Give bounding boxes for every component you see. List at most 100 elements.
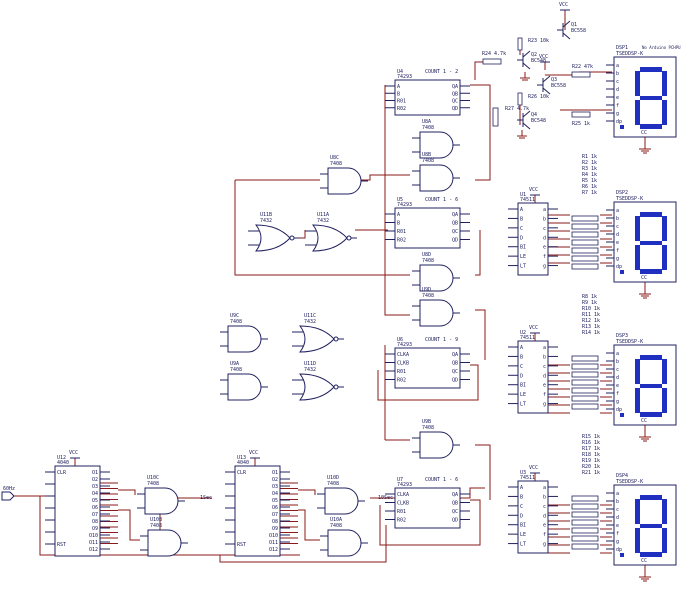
and-gate-body — [419, 264, 454, 292]
inverter-bubble — [346, 235, 352, 241]
ic-pin-label: QB — [452, 221, 458, 227]
ic-pin-label: O9 — [272, 526, 278, 532]
display-segment — [662, 245, 667, 270]
resistor-label: R19 1k — [582, 458, 600, 464]
ic-pin-label: LE — [520, 254, 526, 260]
ic-pin-label: O2 — [272, 477, 278, 483]
vcc-label: VCC — [69, 450, 78, 456]
transistor-q2 — [517, 50, 531, 70]
ic-mode: COUNT 1 - 6 — [425, 197, 458, 203]
ic-pin-label: CLKB — [397, 501, 409, 507]
resistor — [571, 511, 599, 518]
ic-pin-label: D — [520, 373, 523, 379]
ic-part: 74293 — [397, 202, 412, 208]
resistor — [571, 535, 599, 542]
ic-pin-label: C — [520, 226, 523, 232]
gate-ref: U8A — [422, 119, 431, 125]
ic-body — [394, 79, 461, 116]
transistor-collector — [542, 75, 551, 83]
gate-part: 7432 — [304, 319, 316, 325]
ic-pin-label: e — [543, 245, 546, 251]
resistor-label: R24 4.7k — [482, 51, 506, 57]
gate-ref: U10A — [330, 517, 342, 523]
or-gate-body — [298, 325, 335, 353]
ic-pin-label: B — [397, 91, 400, 97]
display-pin-label: f — [616, 531, 619, 537]
display-pin-label: d — [616, 87, 619, 93]
and-gate-u8c — [320, 167, 368, 195]
resistor-label: R10 1k — [582, 306, 600, 312]
display-pin-label: dp — [616, 547, 622, 553]
ic-mode: COUNT 1 - 6 — [425, 477, 458, 483]
display-segment — [635, 216, 640, 241]
gate-ref: U8D — [422, 252, 431, 258]
decoder-u2 — [508, 340, 558, 414]
display-pin-label: e — [616, 95, 619, 101]
display-pin-label: b — [616, 71, 619, 77]
resistor — [571, 223, 599, 230]
resistor — [571, 495, 599, 502]
wire-u8c-out — [360, 174, 410, 181]
transistor-q4 — [517, 110, 531, 130]
seven-seg-display-1 — [606, 56, 677, 138]
display-cc: CC — [641, 558, 647, 564]
ic-pin-label: R01 — [397, 509, 406, 515]
wire-u6-fb — [377, 364, 479, 401]
transistor-emitter — [562, 32, 571, 40]
gate-ref: U10C — [147, 475, 159, 481]
ic-pin-label: BI — [520, 523, 526, 529]
or-gate-body — [298, 373, 335, 401]
display-segment — [640, 241, 662, 245]
ic-pin-label: B — [520, 354, 523, 360]
wire-feedback-u4 — [470, 84, 491, 181]
resistor-label: R14 1k — [582, 330, 600, 336]
ic-pin-label: RST — [57, 542, 66, 548]
display-note: No Arduino PCHPU — [642, 45, 681, 50]
display-segment — [635, 359, 640, 384]
vcc-label: VCC — [559, 2, 568, 8]
net-10sec: 10Sec — [378, 495, 393, 501]
display-pin-label: c — [616, 224, 619, 230]
display-pin-label: a — [616, 63, 619, 69]
display-segment — [635, 388, 640, 413]
resistor-label: R12 1k — [582, 318, 600, 324]
display-pin-label: c — [616, 507, 619, 513]
or-gate-u11b — [248, 224, 300, 252]
wire-u9c — [475, 309, 486, 360]
ic-part: 74511 — [520, 475, 535, 481]
and-gate-u9c — [220, 325, 268, 353]
ic-pin-label: O7 — [272, 512, 278, 518]
ic-body — [234, 465, 281, 557]
transistor-collector — [522, 50, 531, 58]
ic-pin-label: O5 — [92, 498, 98, 504]
display-pin-label: a — [616, 351, 619, 357]
ic-pin-label: g — [543, 542, 546, 548]
wire-and-in — [298, 489, 316, 495]
display-pin-label: f — [616, 391, 619, 397]
or-gate-u11d — [292, 373, 344, 401]
ic-pin-label: d — [543, 235, 546, 241]
ic-pin-label: b — [543, 216, 546, 222]
ic-pin-label: C — [520, 364, 523, 370]
transistor-emitter — [522, 62, 531, 70]
ic-pin-label: O1 — [272, 470, 278, 476]
inverter-bubble — [333, 336, 339, 342]
ic-mode: COUNT 1 - 9 — [425, 337, 458, 343]
counter-u12 — [45, 465, 110, 557]
resistor-label: R22 47k — [572, 64, 593, 70]
display-pin-label: g — [616, 111, 619, 117]
ic-pin-label: QA — [452, 352, 458, 358]
resistor — [571, 215, 599, 222]
display-part: TSEDDSP-K — [616, 479, 643, 485]
wire-reset-loop — [39, 496, 300, 556]
gate-part: 7432 — [317, 218, 329, 224]
ic-part: 74293 — [397, 342, 412, 348]
ic-ref: U4 — [397, 69, 403, 75]
resistor-label: R6 1k — [582, 184, 597, 190]
ic-pin-label: O11 — [269, 540, 278, 546]
ic-body — [517, 480, 549, 554]
ic-pin-label: f — [543, 532, 546, 538]
ic-pin-label: BI — [520, 245, 526, 251]
vcc-label: VCC — [249, 450, 258, 456]
display-ref: DSP1 — [616, 45, 628, 51]
